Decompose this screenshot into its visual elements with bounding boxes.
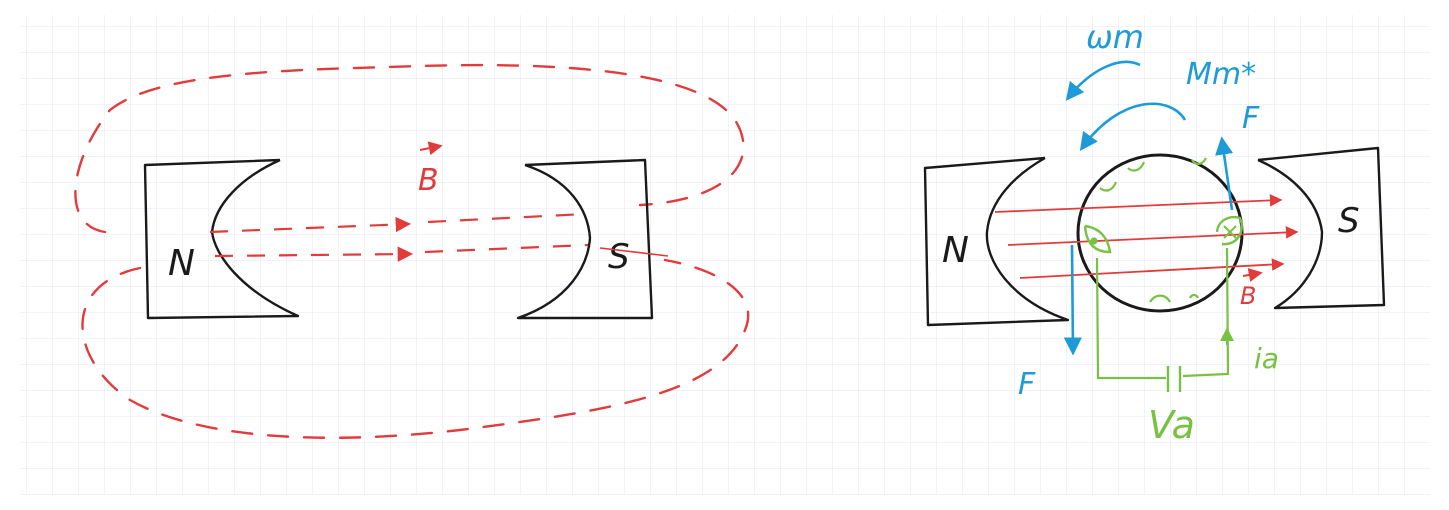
current-label: ia (1254, 342, 1279, 375)
force-label-top: F (1242, 101, 1260, 136)
gap-field-line-lower (214, 246, 414, 262)
field-line-through-south (599, 247, 669, 257)
field-vector-arrow (419, 141, 443, 156)
force-label-bottom: F (1018, 367, 1036, 402)
south-pole-label: S (608, 237, 630, 277)
rotor-field-line-2 (1007, 226, 1299, 246)
rotor-slot-top-right (1127, 161, 1146, 172)
rotor-slot-top-left (1099, 181, 1118, 192)
south-pole-magnet (516, 158, 654, 320)
north-pole-magnet-right (923, 156, 1070, 327)
speed-arrow (1065, 60, 1141, 101)
torque-arrow (1079, 102, 1187, 151)
rotor-slot-top-far (1191, 157, 1207, 165)
gap-field-line-upper-right (427, 212, 586, 224)
south-pole-label-right: S (1338, 201, 1360, 241)
conductor-slot-left (1083, 224, 1112, 254)
north-pole-label-right: N (942, 230, 969, 271)
armature-wire-left (1095, 257, 1166, 380)
north-pole-magnet (143, 158, 300, 320)
field-vector-arrow-right (1242, 268, 1263, 282)
south-pole-magnet-right (1257, 146, 1386, 310)
north-pole-label: N (168, 243, 195, 284)
gap-field-line-upper (209, 216, 412, 234)
force-arrow-top (1215, 136, 1234, 211)
field-loop-bottom (81, 258, 750, 439)
right-diagram: N S B ia Va F (923, 18, 1386, 447)
field-label: B (418, 163, 439, 198)
speed-label: ωm (1086, 18, 1144, 56)
field-loop-top (74, 63, 745, 234)
voltage-label: Va (1148, 403, 1195, 447)
conductor-dot-left (1090, 237, 1098, 245)
left-diagram: N S B (74, 63, 750, 439)
rotor (1076, 153, 1244, 313)
armature-wire-right (1182, 247, 1230, 378)
gap-field-line-lower-right (424, 243, 589, 254)
conductor-slot-right (1215, 216, 1243, 246)
torque-label: Mm* (1186, 57, 1256, 92)
rotor-slot-bottom (1149, 294, 1171, 303)
conductor-cross-b (1223, 225, 1237, 239)
field-label-right: B (1240, 282, 1256, 310)
rotor-field-line-1 (994, 194, 1283, 213)
rotor-slot-bottom-right (1189, 293, 1199, 299)
force-arrow-bottom (1063, 244, 1082, 356)
rotor-field-line-3 (1019, 258, 1285, 279)
